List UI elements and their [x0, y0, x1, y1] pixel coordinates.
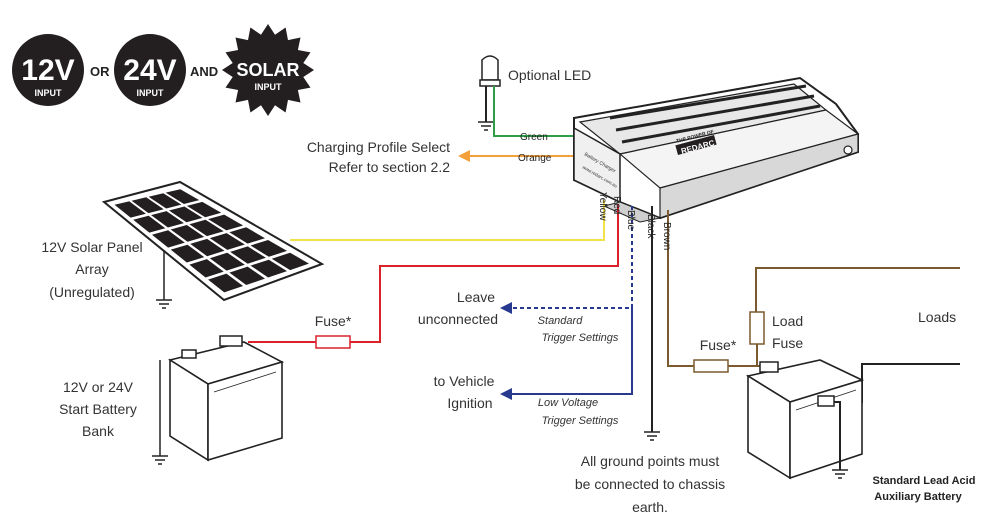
solar-cell	[271, 252, 309, 271]
solar-cell	[230, 246, 266, 264]
blue-arrow-standard-icon	[500, 302, 512, 314]
charging-profile-reference: Refer to section 2.2	[329, 159, 451, 175]
solar-cell	[186, 201, 222, 218]
device-ground-icon	[644, 431, 660, 441]
charging-profile-label: Charging Profile Select	[307, 139, 450, 155]
solar-panel-label: 12V Solar Panel	[41, 239, 142, 255]
low-voltage-trigger-label: Low Voltage	[538, 397, 598, 409]
black-wire-label: Black	[645, 214, 656, 239]
left-fuse-label: Fuse*	[315, 313, 352, 329]
start-battery-terminal-2-icon	[181, 349, 197, 359]
solar-cell	[114, 201, 146, 218]
badge-24v-input-text: INPUT	[137, 88, 165, 98]
vehicle-ignition-label: to Vehicle	[434, 373, 495, 389]
solar-cell	[133, 215, 166, 233]
loads-label: Loads	[918, 309, 956, 325]
blue-wire-low-voltage	[512, 306, 633, 395]
standard-trigger-label-2: Trigger Settings	[542, 332, 619, 344]
start-battery-label: 12V or 24V	[63, 379, 134, 395]
badge-solar-text: SOLAR	[237, 60, 300, 80]
solar-cell	[165, 189, 200, 204]
load-fuse-label: Load	[772, 313, 803, 329]
badge-24v-text: 24V	[123, 54, 176, 87]
load-fuse-label-2: Fuse	[772, 335, 803, 351]
badge-12v-input-text: INPUT	[35, 88, 63, 98]
blue-wire-standard	[512, 206, 633, 309]
solar-cell	[209, 252, 245, 271]
low-voltage-trigger-label-2: Trigger Settings	[542, 415, 619, 427]
blue-arrow-low-voltage-icon	[500, 388, 512, 400]
auxiliary-battery	[745, 359, 865, 480]
standard-trigger-label: Standard	[538, 315, 584, 327]
solar-panel-label-3: (Unregulated)	[49, 284, 135, 300]
leave-unconnected-label-2: unconnected	[418, 311, 498, 327]
right-fuse-icon	[693, 359, 729, 373]
load-positive-wire	[755, 267, 960, 312]
brown-wire-label: Brown	[661, 222, 672, 250]
solar-cell	[169, 206, 203, 223]
ground-note-line-1: All ground points must	[581, 453, 720, 469]
yellow-wire	[290, 200, 605, 241]
input-badges: 12V INPUT OR 24V INPUT AND SOLAR INPUT	[12, 24, 314, 116]
green-wire	[493, 100, 580, 137]
solar-cell	[229, 227, 265, 244]
solar-cell	[208, 273, 244, 293]
solar-cell	[131, 197, 164, 214]
led-ground-icon	[478, 121, 494, 131]
blue-wire-label: Blue	[625, 210, 636, 230]
badge-12v-text: 12V	[21, 54, 74, 87]
badge-solar-input-text: INPUT	[255, 82, 283, 92]
solar-cell	[152, 230, 185, 248]
solar-cell	[229, 266, 265, 285]
badge-solar: SOLAR INPUT	[222, 24, 314, 116]
device-logo-plate	[675, 134, 717, 156]
orange-arrow-icon	[458, 150, 470, 162]
solar-cell	[208, 214, 244, 231]
solar-cell	[189, 259, 224, 278]
solar-cell	[148, 193, 182, 209]
badge-12v: 12V INPUT	[12, 34, 84, 106]
solar-cell	[250, 240, 287, 257]
or-separator: OR	[90, 64, 110, 79]
solar-cell	[170, 225, 205, 242]
leave-unconnected-label: Leave	[457, 289, 495, 305]
solar-cell	[209, 233, 245, 250]
right-fuse-label: Fuse*	[700, 337, 737, 353]
mounting-hole-icon	[843, 145, 853, 155]
battery-charger-device: Battery Charger www.redarc.com.au REDARC…	[573, 76, 860, 223]
solar-cell	[190, 238, 225, 257]
aux-battery-label: Standard Lead Acid	[873, 475, 976, 487]
solar-cell	[151, 211, 184, 228]
load-fuse-icon	[749, 311, 765, 345]
yellow-wire-label: Yellow	[597, 192, 608, 221]
start-battery	[152, 335, 285, 465]
badge-24v: 24V INPUT	[114, 34, 186, 106]
solar-panel	[101, 180, 325, 309]
vehicle-ignition-label-2: Ignition	[447, 395, 492, 411]
ground-note-line-3: earth.	[632, 499, 668, 515]
optional-led: Optional LED	[479, 55, 591, 122]
solar-cell	[170, 244, 205, 263]
and-separator: AND	[190, 64, 218, 79]
orange-wire-label: Orange	[518, 153, 552, 164]
ground-note-line-2: be connected to chassis	[575, 476, 725, 492]
red-wire-label: Red	[611, 196, 622, 214]
optional-led-label: Optional LED	[508, 67, 591, 83]
aux-battery-terminal-icon	[759, 361, 779, 373]
start-battery-label-3: Bank	[82, 423, 115, 439]
start-battery-label-2: Start Battery	[59, 401, 137, 417]
green-wire-label: Green	[520, 132, 548, 143]
aux-battery-terminal-2-icon	[817, 395, 835, 407]
brown-wire	[667, 210, 770, 367]
led-bulb-icon	[481, 55, 499, 81]
solar-cells	[114, 189, 309, 293]
solar-panel-label-2: Array	[75, 261, 108, 277]
solar-cell	[250, 259, 287, 278]
solar-cell	[189, 219, 224, 237]
left-fuse-icon	[315, 335, 351, 349]
start-battery-terminal-icon	[219, 335, 243, 347]
aux-battery-label-2: Auxiliary Battery	[874, 491, 962, 503]
